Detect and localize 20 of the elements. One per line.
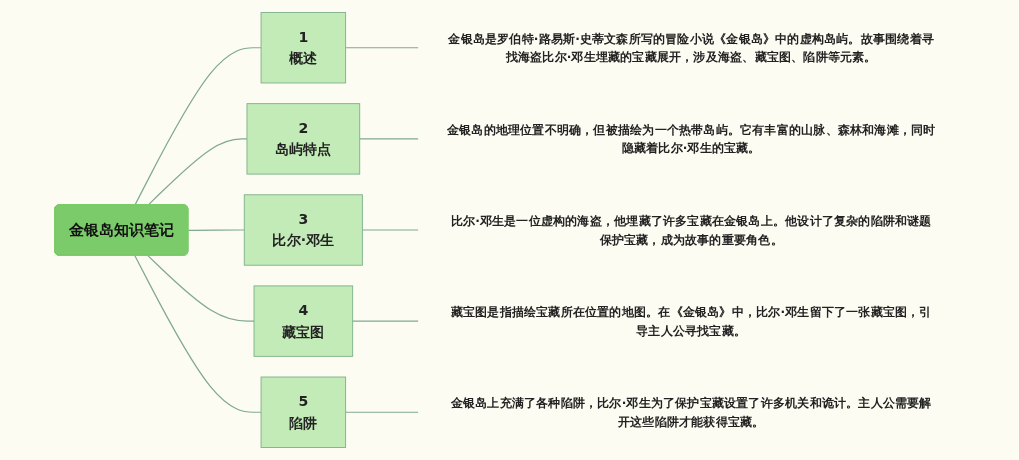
node-box: 4 藏宝图 <box>253 285 354 357</box>
connector <box>352 320 420 322</box>
connector <box>134 255 263 413</box>
connector <box>134 47 263 206</box>
node-text: 金银岛是罗伯特·路易斯·史蒂文森所写的冒险小说《金银岛》中的虚构岛屿。故事围绕着寻找海盗比尔·邓生埋藏的宝藏展开，涉及海盗、藏宝图、陷阱等元素。 <box>448 31 935 64</box>
node-box: 3 比尔·邓生 <box>244 194 364 266</box>
node-box: 5 陷阱 <box>261 376 347 448</box>
connector <box>147 138 248 206</box>
node-text: 金银岛的地理位置不明确，但被描绘为一个热带岛屿。它有丰富的山脉、森林和海滩，同时隐藏着比尔·邓生的宝藏。 <box>447 122 936 155</box>
connector <box>188 229 246 232</box>
node-text: 金银岛上充满了各种陷阱，比尔·邓生为了保护宝藏设置了许多机关和诡计。主人公需要解开这些陷阱才能获得宝藏。 <box>451 395 933 429</box>
node-text: 比尔·邓生是一位虚构的海盗，他埋藏了许多宝藏在金银岛上。他设计了复杂的陷阱和谜题保护宝藏，成为故事的重要角色。 <box>451 213 933 246</box>
connector <box>345 411 420 413</box>
node-box: 2 岛屿特点 <box>246 103 361 175</box>
connector <box>362 229 420 231</box>
node-text: 藏宝图是指描绘宝藏所在位置的地图。在《金银岛》中，比尔·邓生留下了一张藏宝图，引导主人公寻找宝藏。 <box>451 304 933 338</box>
connector <box>345 47 420 49</box>
connector <box>147 255 256 322</box>
node-box: 1 概述 <box>261 12 347 84</box>
connector <box>359 138 420 140</box>
